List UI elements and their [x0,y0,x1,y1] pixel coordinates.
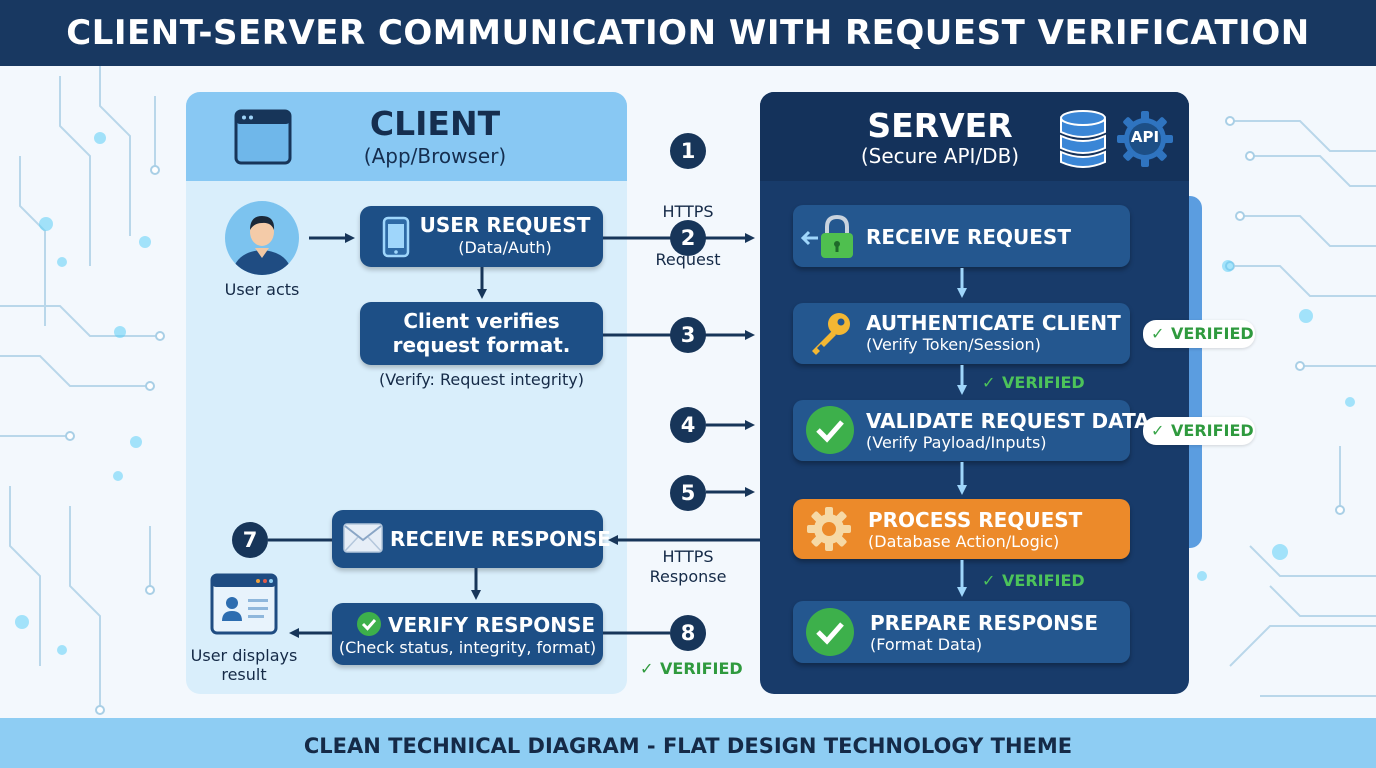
verified-label: VERIFIED [1171,324,1254,343]
prepare-response-subtitle: (Format Data) [870,635,983,654]
client-subtitle: (App/Browser) [363,144,507,168]
server-panel [760,92,1189,694]
client-title: CLIENT [369,104,501,143]
checkmark-circle-icon [806,608,854,656]
verified-label: VERIFIED [1171,421,1254,440]
smartphone-icon [382,216,410,258]
https-response-line2: Response [649,567,727,586]
verified-badge-validate: ✓ VERIFIED [1143,417,1255,445]
client-verifies-box [360,302,603,365]
gear-icon [807,507,851,551]
verify-response-title: VERIFY RESPONSE [388,613,596,637]
step-number-7: 7 [232,522,268,558]
authenticate-client-title: AUTHENTICATE CLIENT [866,311,1121,335]
verified-label-server-4: VERIFIED [1002,571,1085,590]
prepare-response-title: PREPARE RESPONSE [870,611,1098,635]
envelope-icon [343,523,383,553]
user-displays-line1: User displays [190,646,298,665]
api-label: API [1130,128,1160,146]
padlock-icon [800,214,853,258]
process-request-subtitle: (Database Action/Logic) [868,532,1060,551]
checkmark-circle-icon [806,406,854,454]
authenticate-client-subtitle: (Verify Token/Session) [866,335,1041,354]
verified-label-server-2: VERIFIED [1002,373,1085,392]
api-gear-icon [1117,111,1173,167]
verified-check-icon: ✓ [1151,324,1165,343]
verified-check-icon: ✓ [982,373,996,392]
step-number-5: 5 [670,475,706,511]
key-icon [812,313,850,355]
step-number-2: 2 [670,220,706,256]
title-bar [0,0,1376,66]
step-number-8: 8 [670,615,706,651]
authenticate-client-box [793,303,1130,364]
server-title: SERVER [867,106,1013,145]
process-request-title: PROCESS REQUEST [868,508,1083,532]
verified-check-icon: ✓ [640,659,654,678]
verify-response-subtitle: (Check status, integrity, format) [338,638,597,657]
validate-request-subtitle: (Verify Payload/Inputs) [866,433,1047,452]
user-acts-label: User acts [224,280,300,299]
user-profile-card-icon [210,573,278,635]
step-number-3: 3 [670,317,706,353]
user-avatar-icon [225,201,299,275]
footer-caption: CLEAN TECHNICAL DIAGRAM - FLAT DESIGN TE… [303,734,1073,758]
circuit-background-decoration [0,66,1376,715]
verify-response-box [332,603,603,665]
step-number-1: 1 [670,133,706,169]
database-icon [1060,110,1106,168]
verified-label-client-response: VERIFIED [660,659,743,678]
client-verifies-line2: request format. [392,333,571,357]
verified-check-icon: ✓ [1151,421,1165,440]
validate-request-title: VALIDATE REQUEST DATA [866,409,1150,433]
https-response-line1: HTTPS [662,547,714,566]
https-request-line1: HTTPS [662,202,714,221]
server-subtitle: (Secure API/DB) [860,144,1020,168]
verified-check-icon: ✓ [982,571,996,590]
user-request-subtitle: (Data/Auth) [458,238,552,257]
request-integrity-note: (Verify: Request integrity) [379,370,584,389]
footer-bar [0,718,1376,768]
step-number-4: 4 [670,407,706,443]
verified-badge-auth: ✓ VERIFIED [1143,320,1255,348]
browser-window-icon [234,109,292,165]
user-request-title: USER REQUEST [419,213,591,237]
diagram-title: CLIENT-SERVER COMMUNICATION WITH REQUEST… [66,13,1310,53]
user-displays-line2: result [221,665,267,684]
https-request-line2: Request [655,250,721,269]
client-verifies-line1: Client verifies [403,309,560,333]
checkmark-circle-icon [357,612,381,636]
receive-request-title: RECEIVE REQUEST [866,225,1071,249]
receive-response-title: RECEIVE RESPONSE [390,527,611,551]
